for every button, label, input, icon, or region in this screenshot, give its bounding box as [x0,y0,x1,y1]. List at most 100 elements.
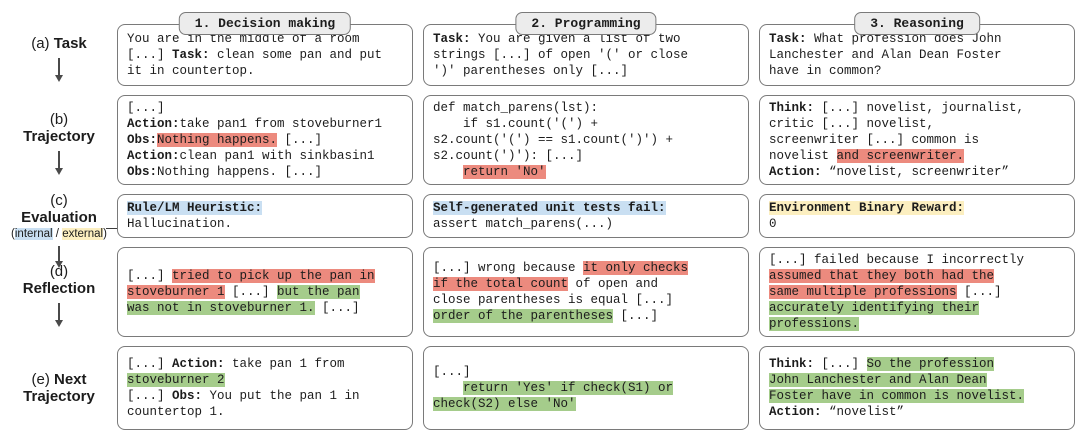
down-arrow-icon [58,246,60,262]
text-segment: [...] [127,269,173,283]
trajectory-reasoning-text: Think: [...] novelist, journalist, criti… [769,100,1065,180]
text-segment: Hallucination. [127,217,233,231]
text-segment: Evaluation [21,208,97,226]
cell-next-trajectory-reasoning: Think: [...] So the profession John Lanc… [759,346,1075,430]
cell-evaluation-reasoning: Environment Binary Reward: 0 [759,194,1075,238]
text-segment: Trajectory [23,128,95,145]
cell-reflection-programming: [...] wrong because it only checks if th… [423,247,749,337]
column-header-programming: 2. Programming [515,12,657,35]
text-segment: [...] [127,101,165,115]
column-header-reasoning: 3. Reasoning [854,12,980,35]
text-segment: clean pan1 with sinkbasin1 [179,149,375,163]
text-segment: [...] [224,285,278,299]
text-segment: Action: [769,165,822,179]
text-segment: of open and close parentheses is equal [… [433,277,674,307]
text-segment: Action: [127,117,180,131]
down-arrow-icon [58,151,60,169]
text-segment: “novelist” [821,405,905,419]
text-segment: “novelist, screenwriter” [821,165,1010,179]
text-segment: Next [53,371,87,388]
text-segment: [...] wrong because [433,261,584,275]
highlighted-text: return 'No' [463,165,546,179]
row-label-task: (a) Task [11,24,107,86]
text-segment: [...] [127,389,165,403]
text-segment: Nothing happens. [...] [157,165,323,179]
evaluation-reasoning-text: Environment Binary Reward: 0 [769,200,1065,232]
task-programming-text: Task: You are given a list of two string… [433,31,739,79]
row-label-trajectory-text: (b) Trajectory [23,111,95,145]
text-segment: [...] novelist, journalist, critic [...]… [769,101,1025,163]
text-segment: Think: [769,101,815,115]
task-decision-text: You are in the middle of a room [...] Ta… [127,31,403,79]
text-segment: [...] [433,365,471,379]
text-segment: Action: [172,357,225,371]
reflection-reasoning-text: [...] failed because I incorrectly assum… [769,252,1065,332]
text-segment: take pan1 from stoveburner1 [179,117,383,131]
reflection-decision-text: [...] tried to pick up the pan in stoveb… [127,268,403,316]
reflection-programming-text: [...] wrong because it only checks if th… [433,260,739,324]
cell-evaluation-programming: Self-generated unit tests fail: assert m… [423,194,749,238]
highlighted-text: Environment Binary Reward: [769,201,965,215]
text-segment: [...] failed because I incorrectly [769,253,1025,267]
text-segment: Task: [769,32,807,46]
text-segment: You put the pan 1 in countertop 1. [127,389,360,419]
next-trajectory-reasoning-text: Think: [...] So the profession John Lanc… [769,356,1065,420]
highlighted-text: internal [14,227,53,240]
text-segment: (b) [49,111,69,128]
task-reasoning-text: Task: What profession does John Lanchest… [769,31,1065,79]
cell-task-decision: 1. Decision making You are in the middle… [117,12,413,86]
text-segment: ( [11,227,15,240]
text-segment: What profession does John Lanchester and… [769,32,1002,78]
row-label-evaluation-subtext: (internal / external) [11,227,107,241]
row-label-reflection-text: (d) Reflection [23,263,96,297]
text-segment: Task: [172,48,210,62]
highlighted-text: return 'Yes' if check(S1) or check(S2) e… [433,381,674,411]
text-segment: Task: [433,32,471,46]
down-arrow-icon [58,57,60,76]
cell-task-reasoning: 3. Reasoning Task: What profession does … [759,12,1075,86]
next-trajectory-decision-text: [...] Action: take pan 1 from stoveburne… [127,356,403,420]
text-segment: take pan 1 from [232,357,345,371]
evaluation-programming-text: Self-generated unit tests fail: assert m… [433,200,739,232]
row-label-evaluation-text: (c) Evaluation [21,192,97,226]
highlighted-text: Rule/LM Heuristic: [127,201,263,215]
cell-task-programming: 2. Programming Task: You are given a lis… [423,12,749,86]
cell-trajectory-programming: def match_parens(lst): if s1.count('(') … [423,95,749,185]
cell-reflection-decision: [...] tried to pick up the pan in stoveb… [117,247,413,337]
evaluation-decision-text: Rule/LM Heuristic: Hallucination. [127,200,403,232]
highlighted-text: accurately identifying their professions… [769,301,980,331]
text-segment: clean some pan and put it in countertop. [127,48,383,78]
cell-trajectory-reasoning: Think: [...] novelist, journalist, criti… [759,95,1075,185]
text-segment: assert match_parens(...) [433,217,614,231]
next-trajectory-programming-text: [...] return 'Yes' if check(S1) or check… [433,364,739,412]
text-segment: Obs: [127,165,158,179]
text-segment: [...] [964,285,1002,299]
text-segment: ) [103,227,107,240]
text-segment: Think: [769,357,815,371]
highlighted-text: Nothing happens. [157,133,278,147]
evaluation-connector-line [106,227,118,229]
cell-reflection-reasoning: [...] failed because I incorrectly assum… [759,247,1075,337]
cell-next-trajectory-programming: [...] return 'Yes' if check(S1) or check… [423,346,749,430]
highlighted-text: stoveburner 2 [127,373,225,387]
row-label-task-text: (a) Task [31,35,87,52]
text-segment: / [52,227,63,240]
text-segment: Task [53,34,87,52]
text-segment: 0 [769,217,777,231]
text-segment: (c) [50,191,68,209]
text-segment: [...] [314,301,360,315]
highlighted-text: external [62,227,104,240]
cell-next-trajectory-decision: [...] Action: take pan 1 from stoveburne… [117,346,413,430]
text-segment: Reflection [22,280,96,297]
text-segment: [...] [127,357,173,371]
text-segment: Obs: [172,389,203,403]
row-label-evaluation: (c) Evaluation (internal / external) [11,192,118,262]
text-segment: You are given a list of two strings [...… [433,32,689,78]
row-label-next-trajectory: (e) Next Trajectory [11,346,107,430]
row-label-next-trajectory-text: (e) Next Trajectory [23,371,95,405]
reflexion-comparison-figure: (a) Task 1. Decision making You are in t… [3,0,1077,430]
column-header-decision-making: 1. Decision making [178,12,352,35]
text-segment: (a) [31,34,54,52]
highlighted-text: Self-generated unit tests fail: [433,201,666,215]
text-segment: [...] [284,133,323,147]
